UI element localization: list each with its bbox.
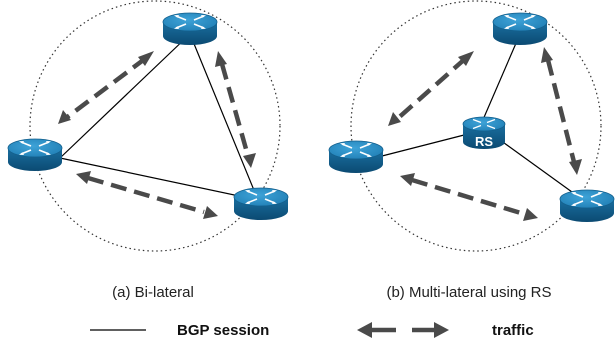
- arrowheads: [388, 47, 582, 221]
- legend-traffic: traffic: [492, 322, 534, 339]
- arrowhead: [243, 153, 256, 168]
- bgp-session-lines: [381, 33, 573, 193]
- caption-multilateral: (b) Multi-lateral using RS: [386, 284, 551, 301]
- bgp-session-lines: [59, 33, 259, 201]
- traffic-arrows: [394, 56, 577, 217]
- router-icon: [492, 12, 548, 46]
- traffic-arrow: [545, 59, 577, 163]
- arrowhead: [400, 173, 415, 186]
- route-server-icon: RS: [462, 116, 506, 150]
- router-icon: [328, 140, 384, 174]
- arrowhead: [215, 51, 227, 67]
- bgp-line: [499, 139, 573, 193]
- arrowhead: [458, 51, 474, 66]
- arrowhead: [203, 206, 218, 219]
- ixp-boundary-circle: [350, 0, 602, 252]
- traffic-legend-arrow: [357, 322, 449, 338]
- arrowheads: [58, 51, 256, 219]
- arrowhead: [541, 47, 553, 63]
- arrowhead: [569, 159, 582, 175]
- panel-multilateral: RS (b) Multi-lateral using RS: [328, 0, 615, 301]
- legend-bgp-session: BGP session: [177, 322, 269, 339]
- router-icon: [7, 138, 63, 172]
- arrowhead: [76, 171, 91, 184]
- arrowhead: [58, 110, 71, 124]
- arrowhead: [138, 51, 154, 66]
- router-icon: [559, 189, 615, 223]
- traffic-arrow: [219, 63, 251, 157]
- bgp-line: [481, 33, 521, 123]
- traffic-arrow: [87, 175, 205, 215]
- router-icon: [233, 187, 289, 221]
- arrowhead: [523, 208, 538, 221]
- bgp-line: [189, 33, 259, 201]
- bgp-line: [381, 133, 469, 157]
- traffic-arrow: [64, 56, 148, 120]
- router-icon: [162, 12, 218, 46]
- bgp-line: [59, 33, 191, 159]
- arrowhead: [388, 112, 401, 126]
- legend: BGP session traffic: [90, 322, 534, 339]
- ixp-boundary-circle: [29, 0, 281, 252]
- caption-bilateral: (a) Bi-lateral: [112, 284, 194, 301]
- traffic-arrow: [411, 177, 525, 217]
- route-server-label: RS: [475, 134, 493, 149]
- traffic-arrow: [394, 56, 468, 122]
- panel-bilateral: (a) Bi-lateral: [7, 0, 289, 301]
- traffic-arrows: [64, 56, 251, 215]
- bgp-line: [59, 157, 259, 201]
